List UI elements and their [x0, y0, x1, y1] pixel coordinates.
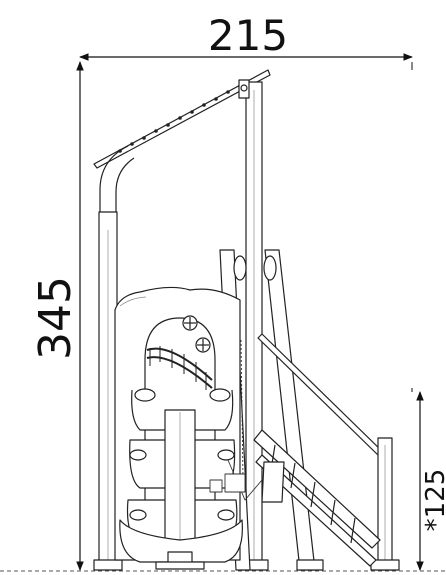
right-post	[238, 79, 269, 571]
left-post	[93, 145, 135, 571]
height-dimension: 345	[30, 61, 84, 571]
width-dimension-label: 215	[208, 11, 288, 60]
height-dimension-label: 345	[30, 276, 81, 360]
climbing-wall	[126, 388, 238, 561]
width-dimension: 215	[79, 11, 413, 61]
side-height-dimension: *125	[411, 62, 446, 571]
play-tower-structure	[93, 69, 400, 571]
rope-detail	[209, 339, 263, 501]
side-height-dimension-label: *125	[421, 469, 446, 532]
base-seat	[119, 519, 243, 570]
support-rod	[257, 333, 400, 571]
staircase	[253, 429, 381, 567]
